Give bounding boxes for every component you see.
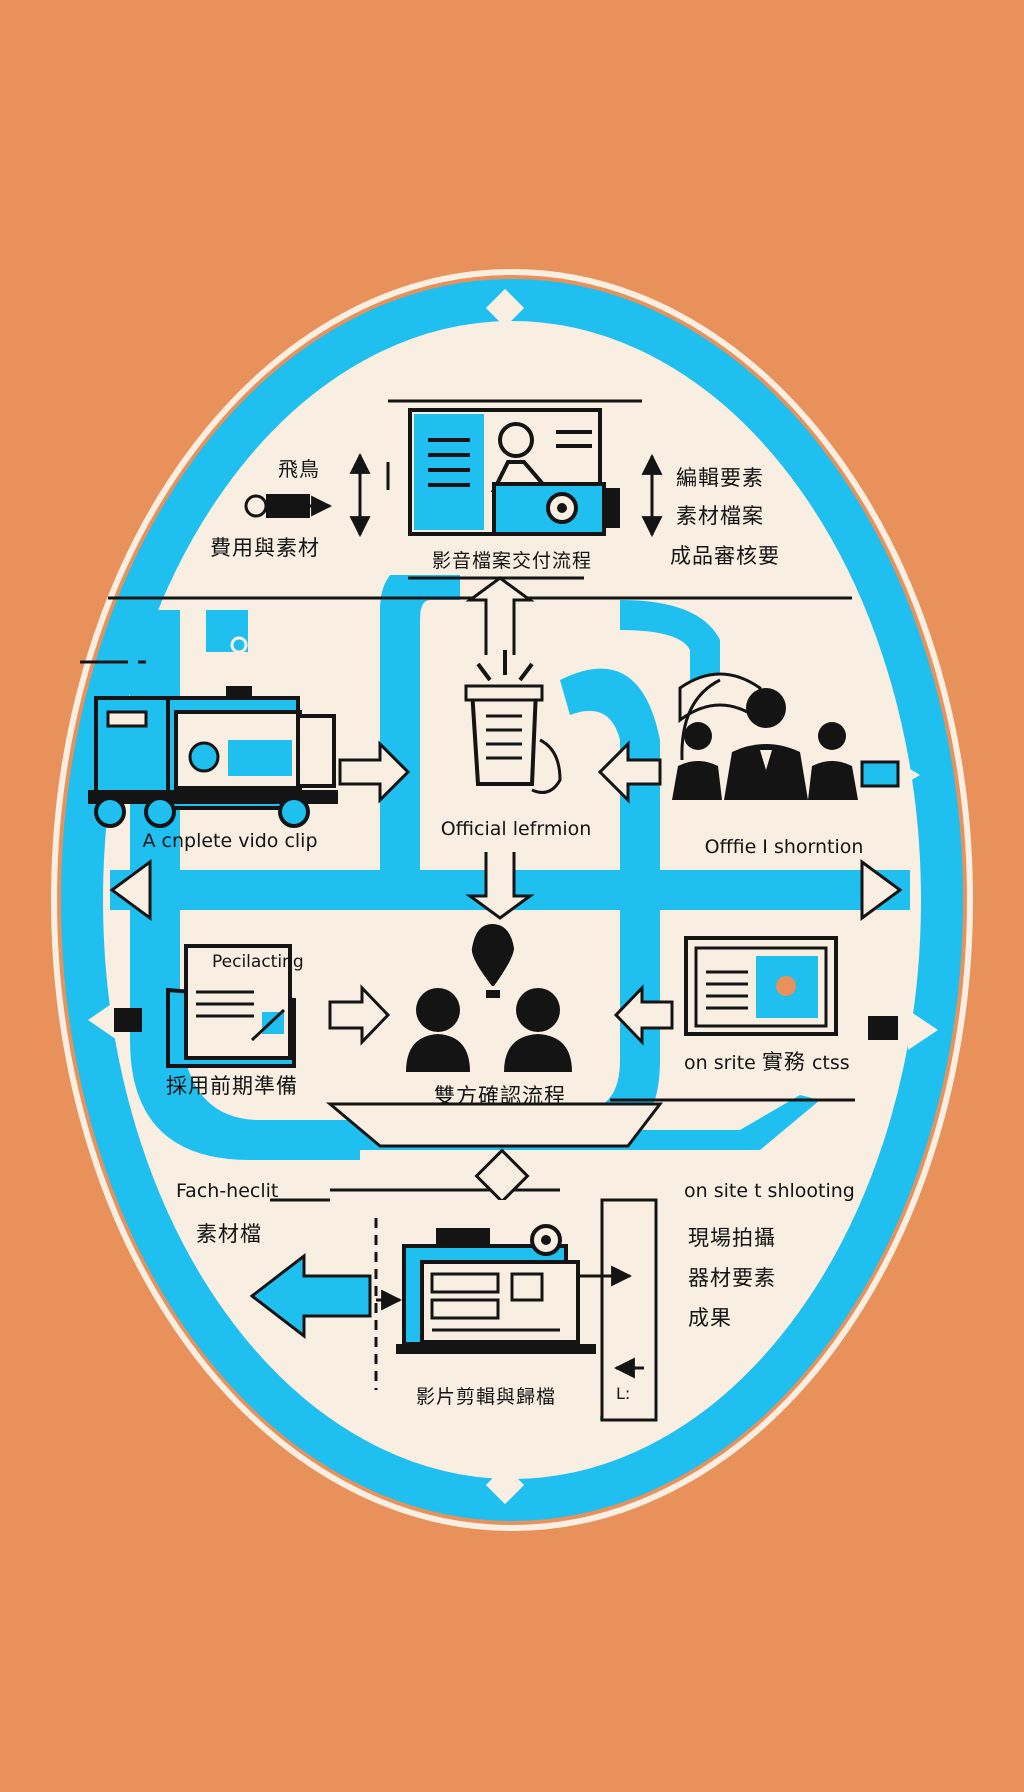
meeting-idea-icon bbox=[406, 924, 572, 1072]
label-top-center-caption: 影音檔案交付流程 bbox=[431, 550, 593, 572]
video-camera-icon bbox=[492, 482, 620, 536]
label-onsite-shoot-line3: 器材要素 bbox=[688, 1266, 776, 1290]
document-icon bbox=[166, 944, 296, 1068]
label-onsite-shoot-line4: 成果 bbox=[688, 1306, 732, 1330]
arrow-icon bbox=[328, 740, 674, 1046]
label-right-people-caption: Offfie I shorntion bbox=[704, 836, 864, 858]
label-top-left-caption: 費用與素材 bbox=[210, 536, 320, 560]
label-top-right-line1: 編輯要素 bbox=[676, 466, 764, 490]
up-arrow-icon bbox=[465, 576, 535, 655]
down-arrow-icon bbox=[465, 852, 535, 920]
label-doc-header: Pecilacting bbox=[212, 952, 304, 972]
label-center-info-caption: Official lefrmion bbox=[440, 818, 592, 840]
file-folder-gear-icon bbox=[396, 1224, 596, 1354]
label-top-right-line2: 素材檔案 bbox=[676, 504, 764, 528]
meeting-platform bbox=[325, 1102, 664, 1148]
label-onsite-suffix: ctss bbox=[811, 1052, 850, 1074]
label-bottom-small-note: L: bbox=[616, 1384, 631, 1403]
label-top-right-line3: 成品審核要 bbox=[670, 544, 780, 568]
label-doc-caption: 採用前期準備 bbox=[166, 1074, 298, 1098]
business-team-icon bbox=[672, 672, 858, 800]
right-arrow-icon bbox=[580, 1265, 644, 1379]
label-bottom-caption: 影片剪輯與歸檔 bbox=[415, 1386, 557, 1408]
label-onsite-shoot: on site t shlooting bbox=[684, 1180, 855, 1202]
big-left-arrow-icon bbox=[249, 1252, 372, 1340]
side-chevron-icon bbox=[88, 750, 938, 1050]
monitor-icon bbox=[684, 936, 838, 1036]
diamond-junction-icon bbox=[474, 1148, 530, 1204]
label-onsite-prefix: on srite bbox=[684, 1052, 756, 1074]
label-onsite-shoot-line2: 現場拍攝 bbox=[688, 1226, 776, 1250]
label-onsite-caption: on srite 實務 ctss bbox=[684, 1046, 850, 1076]
label-facheck-cjk: 素材檔 bbox=[196, 1222, 262, 1246]
band-arrow-icon bbox=[109, 859, 903, 921]
diamond-marker-icon bbox=[485, 288, 525, 1505]
label-top-left-small: 飛鳥 bbox=[278, 457, 320, 481]
news-truck-icon bbox=[88, 610, 338, 828]
cable-icon bbox=[244, 494, 333, 518]
vertical-arrow-icon bbox=[349, 452, 663, 538]
label-meeting-caption: 雙方確認流程 bbox=[434, 1084, 566, 1108]
label-left-truck-caption: A cnplete vido clip bbox=[142, 830, 318, 852]
press-document-icon bbox=[464, 650, 562, 794]
label-facheck: Fach-heclit bbox=[176, 1180, 279, 1202]
label-onsite-cjk: 實務 bbox=[761, 1050, 806, 1074]
